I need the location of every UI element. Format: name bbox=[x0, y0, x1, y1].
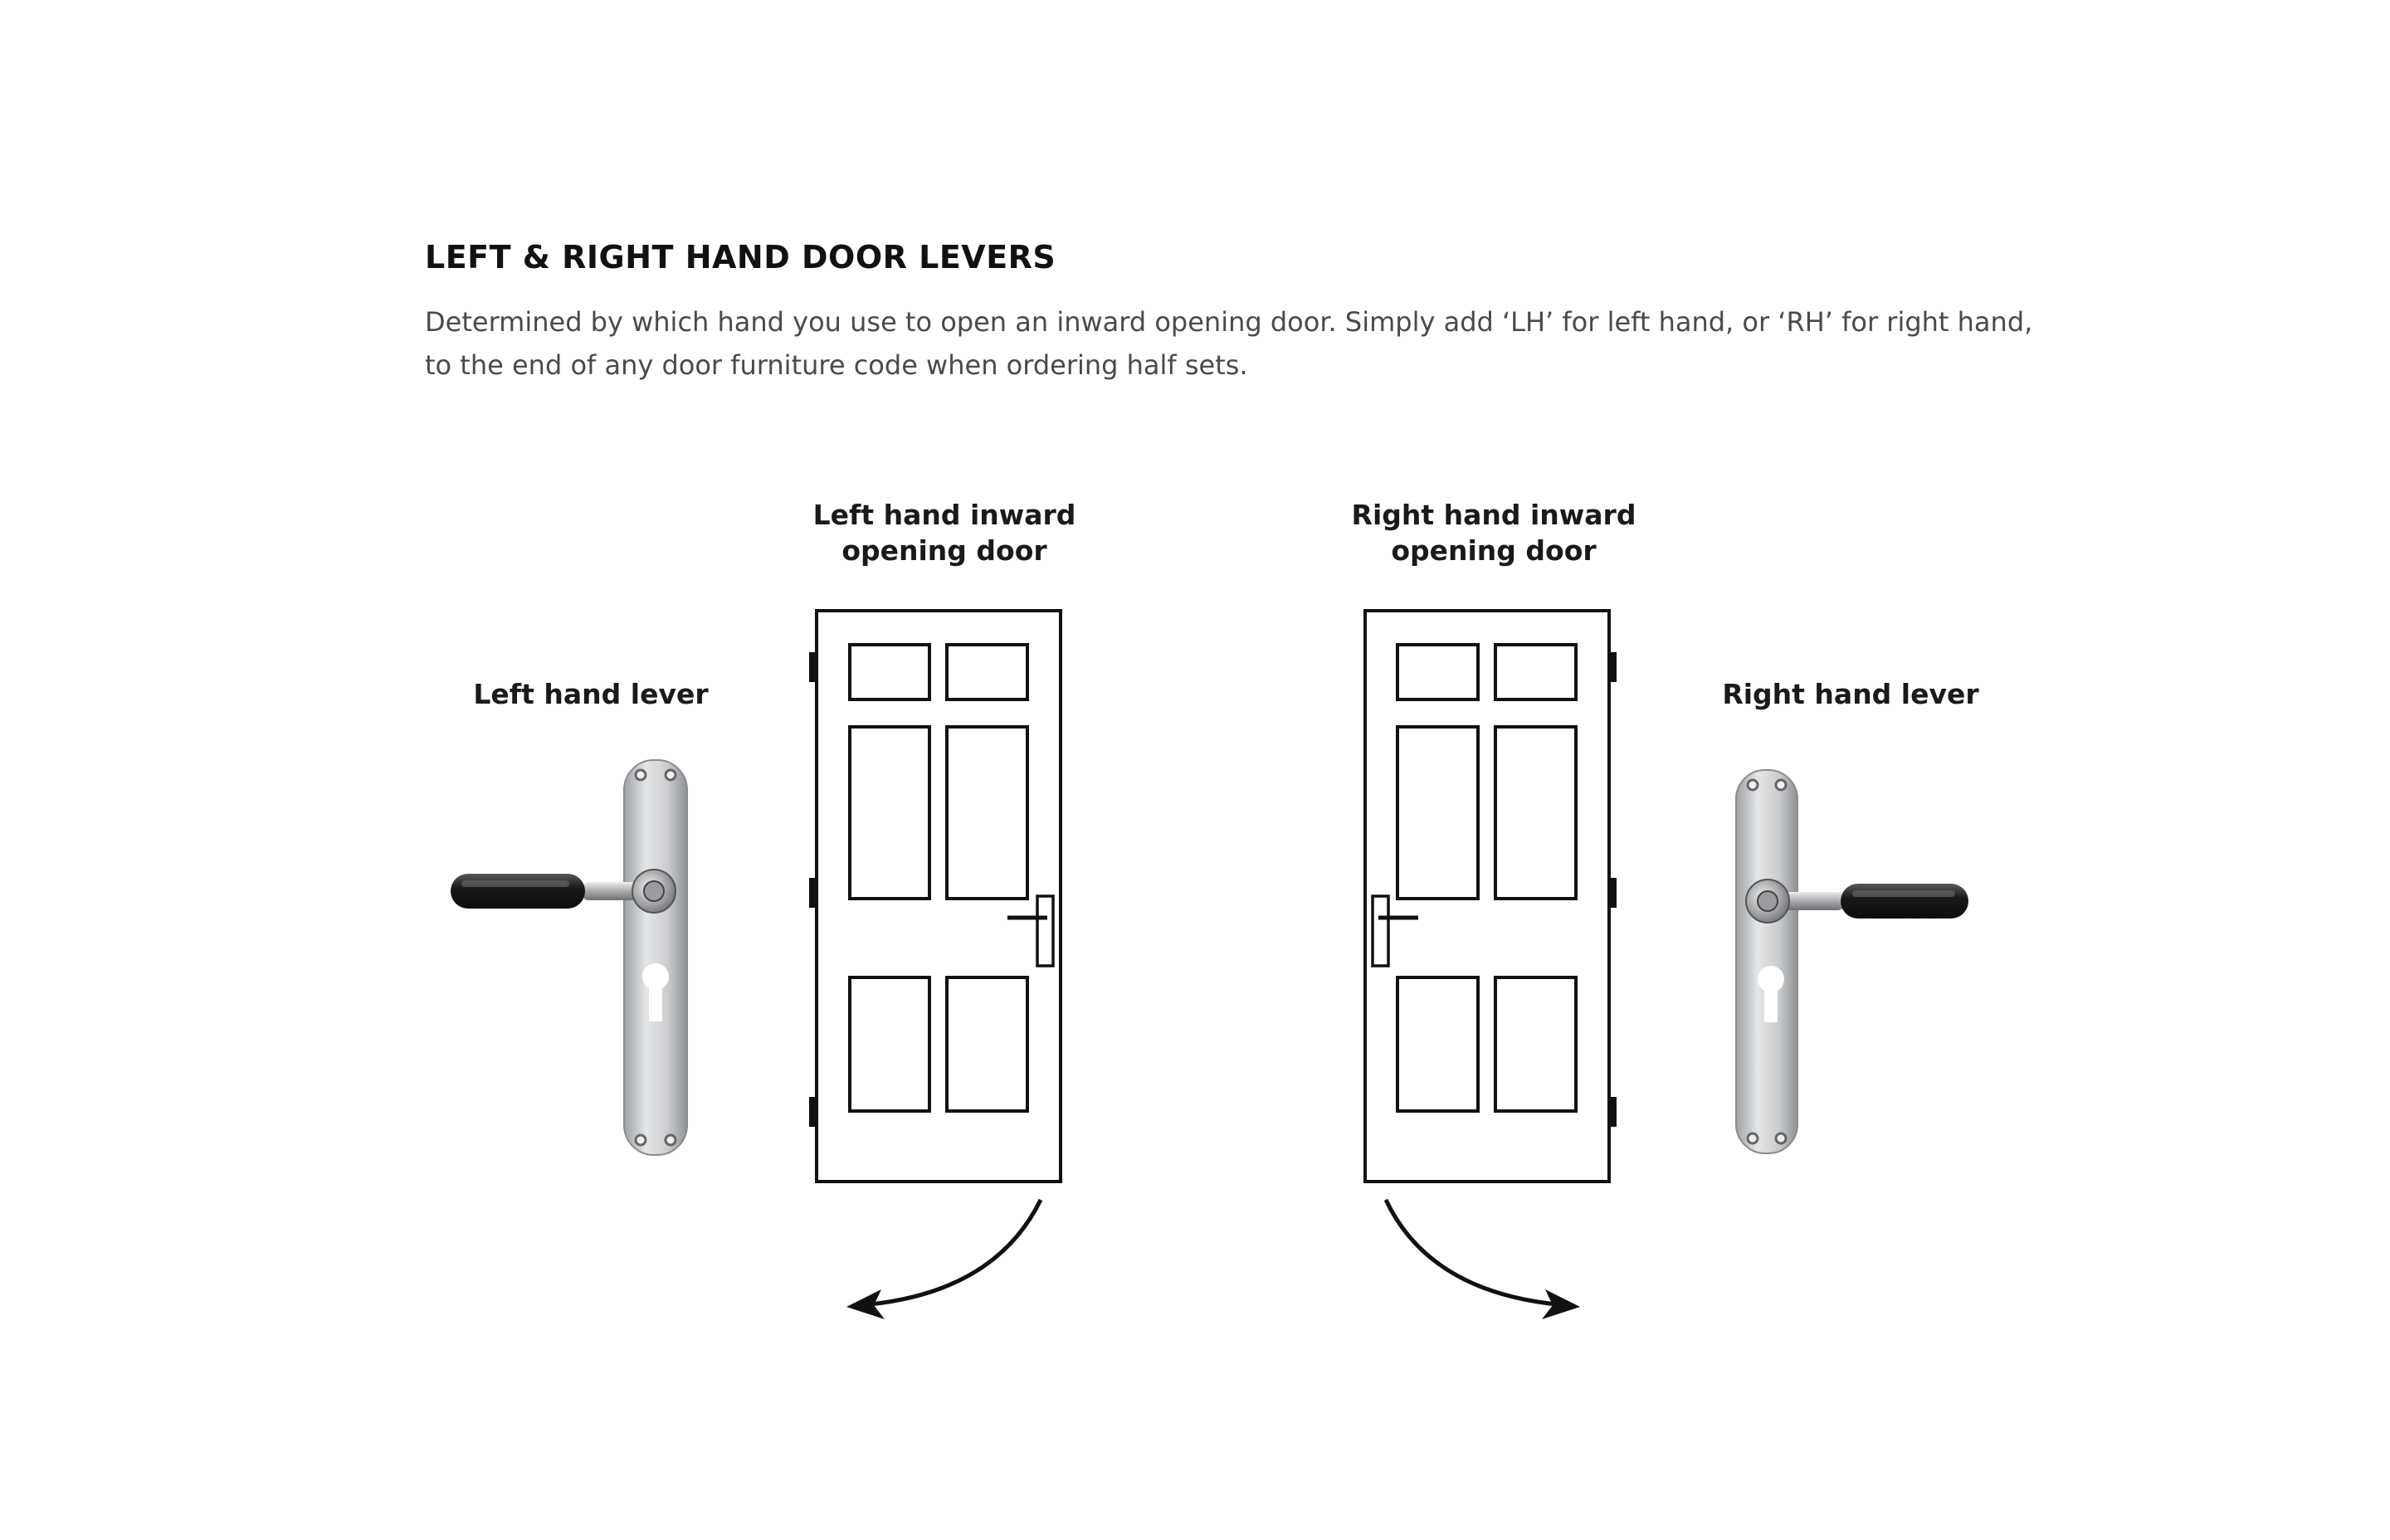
page-title: LEFT & RIGHT HAND DOOR LEVERS bbox=[425, 239, 1056, 275]
intro-paragraph: Determined by which hand you use to open… bbox=[425, 306, 2033, 381]
right-swing-arrow-icon bbox=[1383, 1198, 1580, 1319]
left-door-label-line1: Left hand inward bbox=[813, 499, 1076, 531]
right-door-icon bbox=[1363, 609, 1611, 1183]
right-lever-handle-icon bbox=[1735, 769, 1968, 1154]
left-lever-handle-icon bbox=[451, 759, 688, 1156]
right-door-label-line1: Right hand inward bbox=[1352, 499, 1636, 531]
right-lever-label: Right hand lever bbox=[1722, 678, 1979, 710]
left-swing-arrow-icon bbox=[846, 1198, 1043, 1319]
left-door-label-line2: opening door bbox=[841, 534, 1047, 567]
left-door-hinges bbox=[809, 652, 817, 1127]
left-lever-label: Left hand lever bbox=[473, 678, 709, 710]
right-door-hinges bbox=[1608, 652, 1617, 1127]
left-door-icon bbox=[815, 609, 1062, 1183]
right-door-label-line2: opening door bbox=[1391, 534, 1597, 567]
